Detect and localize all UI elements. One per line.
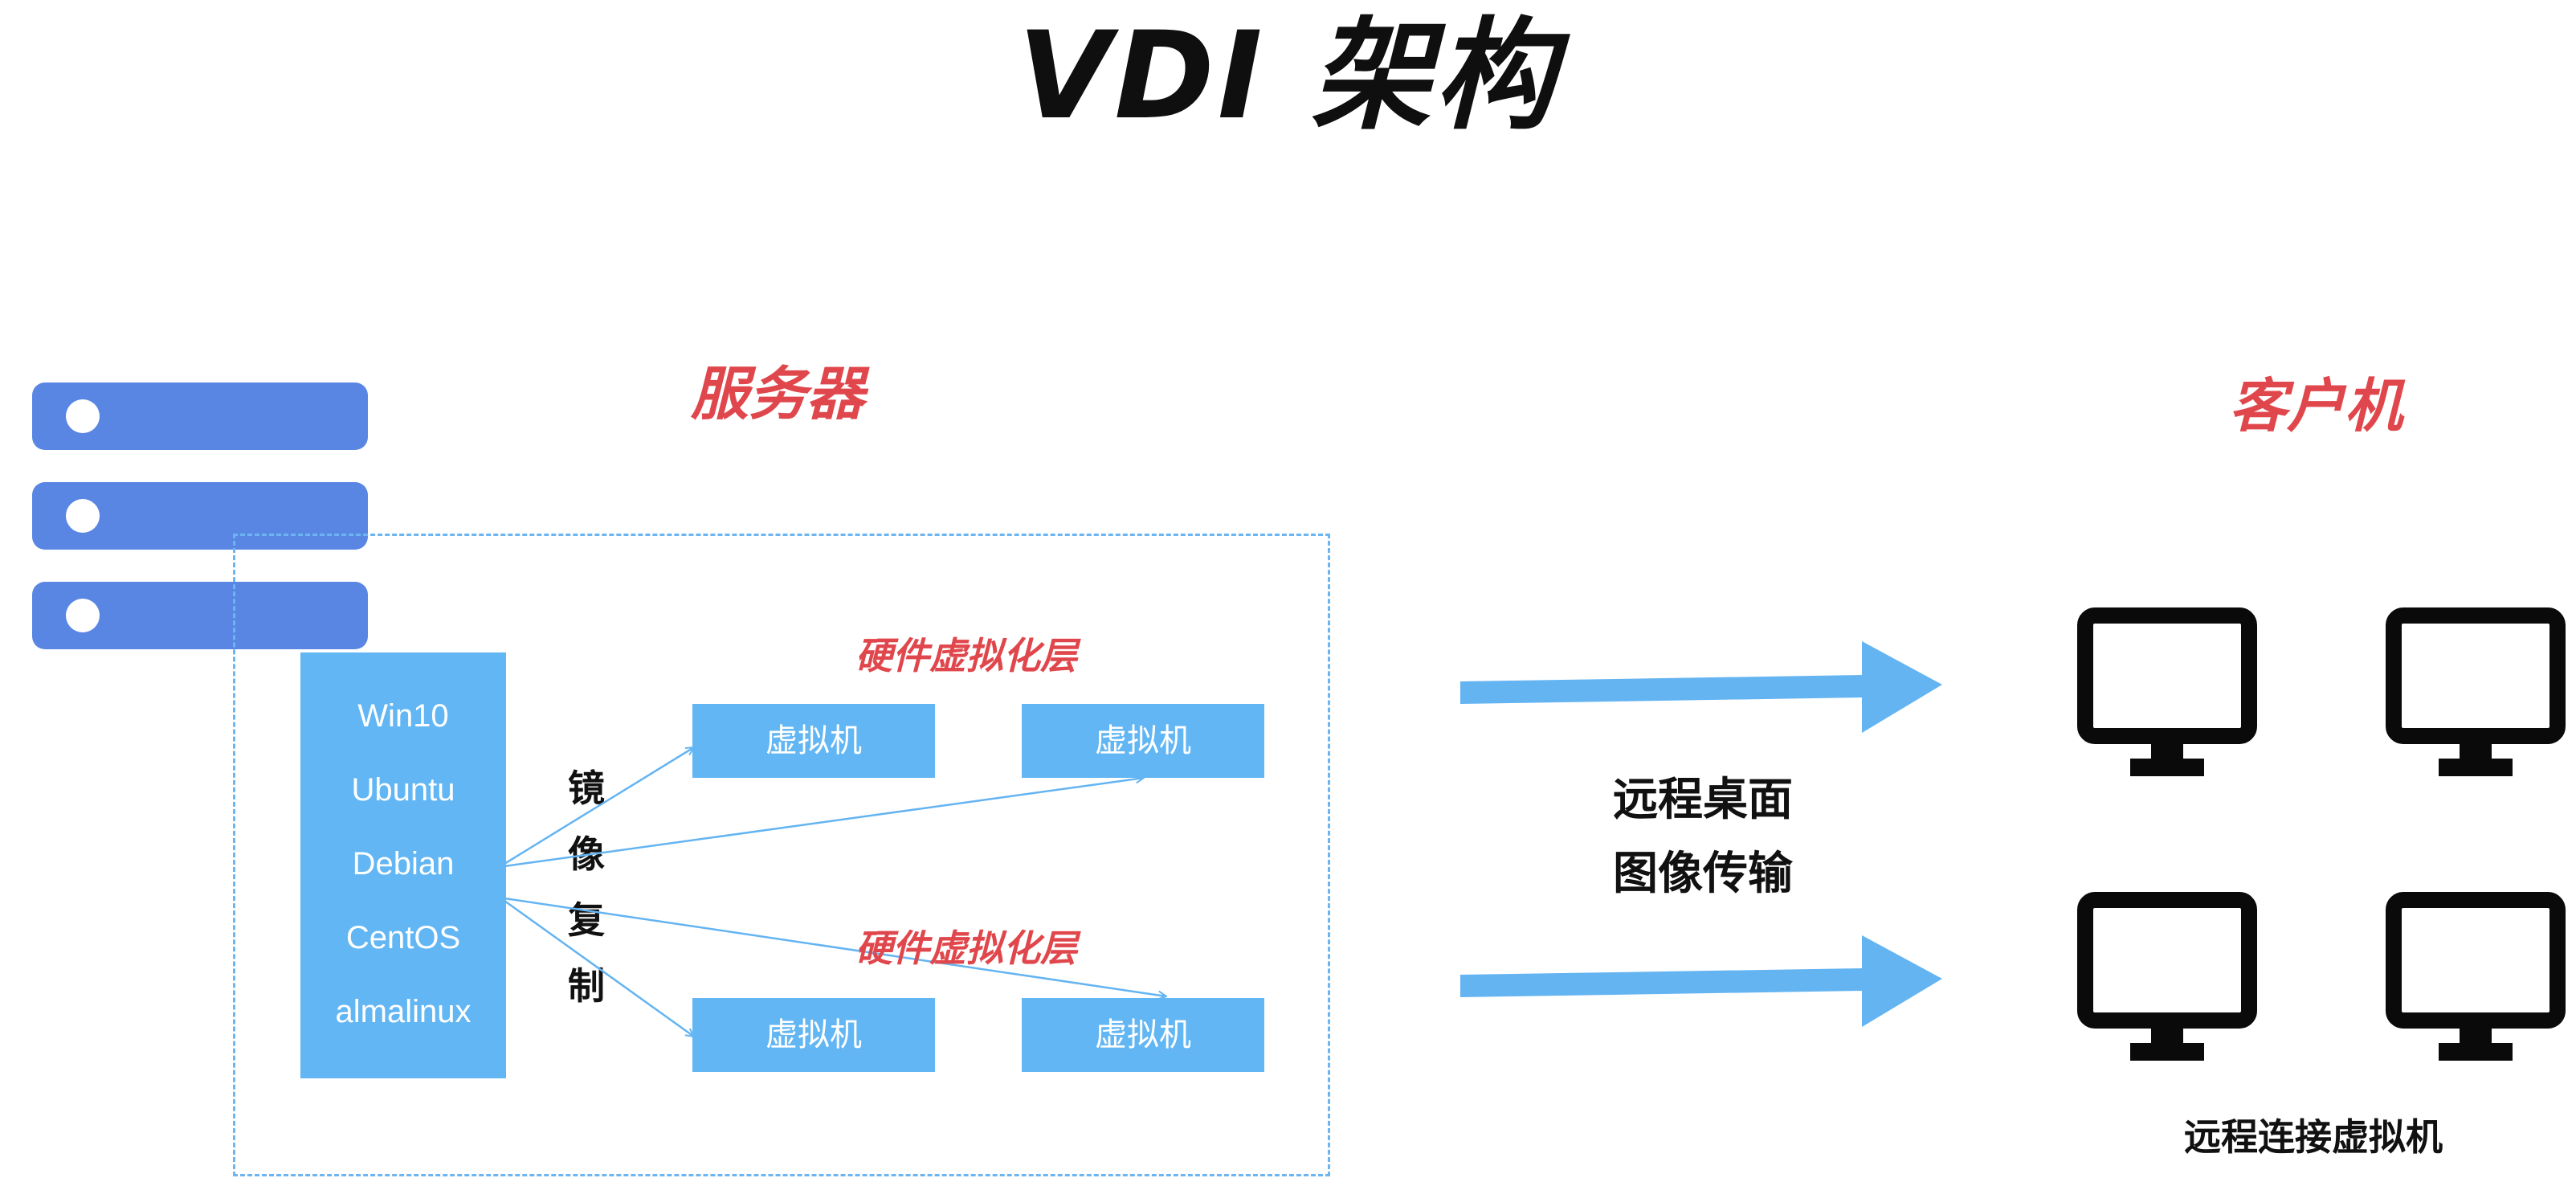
image-copy-char: 镜 bbox=[568, 767, 605, 810]
virtual-machine-box: 虚拟机 bbox=[692, 704, 935, 778]
os-image-panel: Win10 Ubuntu Debian CentOS almalinux bbox=[300, 652, 506, 1078]
client-caption: 远程连接虚拟机 bbox=[2184, 1115, 2443, 1159]
transfer-arrows bbox=[1460, 641, 1942, 1027]
copy-arrows bbox=[504, 747, 1166, 1037]
virtualization-layer-label: 硬件虚拟化层 bbox=[855, 926, 1077, 970]
virtual-machine-box: 虚拟机 bbox=[1022, 704, 1264, 778]
server-rack-unit bbox=[32, 482, 368, 550]
monitor-icon bbox=[2386, 892, 2566, 1061]
server-led-icon bbox=[66, 399, 100, 433]
image-copy-label: 镜 像 复 制 bbox=[562, 755, 610, 1019]
image-copy-char: 制 bbox=[568, 964, 605, 1008]
os-image-item: Ubuntu bbox=[351, 772, 455, 808]
transfer-arrow-top bbox=[1460, 641, 1942, 733]
transfer-label-line: 远程桌面 bbox=[1613, 774, 1793, 826]
copy-arrow bbox=[504, 778, 1144, 868]
virtual-machine-box: 虚拟机 bbox=[1022, 998, 1264, 1072]
copy-arrow bbox=[504, 899, 694, 1037]
server-label: 服务器 bbox=[691, 360, 865, 427]
client-label: 客户机 bbox=[2229, 372, 2403, 440]
os-image-item: CentOS bbox=[345, 920, 461, 955]
copy-arrow bbox=[504, 747, 694, 865]
monitor-icon bbox=[2386, 607, 2566, 776]
os-image-item: Debian bbox=[352, 846, 455, 881]
virtualization-layer-label: 硬件虚拟化层 bbox=[855, 634, 1077, 677]
transfer-label-line: 图像传输 bbox=[1613, 848, 1793, 900]
server-led-icon bbox=[66, 599, 100, 632]
server-boundary bbox=[233, 534, 1330, 1176]
os-image-item: Win10 bbox=[357, 698, 449, 734]
server-led-icon bbox=[66, 499, 100, 533]
os-image-item: almalinux bbox=[335, 994, 472, 1029]
transfer-label: 远程桌面 图像传输 bbox=[1550, 763, 1855, 911]
virtual-machine-box: 虚拟机 bbox=[692, 998, 935, 1072]
diagram-title: VDI 架构 bbox=[1018, 6, 1558, 146]
monitor-icon bbox=[2077, 892, 2257, 1061]
image-copy-char: 复 bbox=[568, 898, 605, 942]
server-rack-unit bbox=[32, 382, 368, 450]
server-rack-unit bbox=[32, 582, 368, 649]
transfer-arrow-bottom bbox=[1460, 935, 1942, 1027]
copy-arrow bbox=[504, 897, 1166, 996]
client-monitors bbox=[2077, 607, 2566, 1061]
monitor-icon bbox=[2077, 607, 2257, 776]
